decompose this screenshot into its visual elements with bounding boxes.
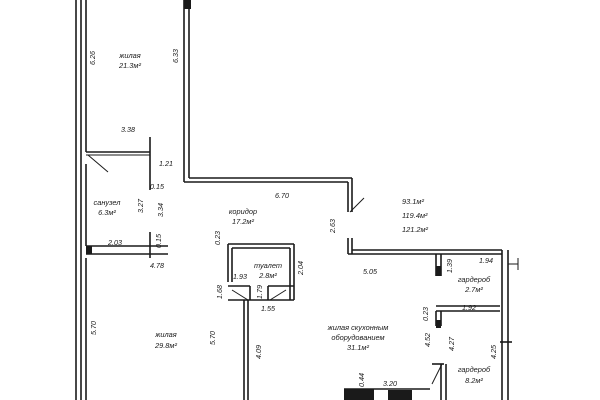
total-area: 119.4м² [402, 211, 428, 220]
dim-4-09: 4.09 [254, 345, 263, 359]
dim-1-21: 1.21 [159, 159, 173, 168]
dim-5-05: 5.05 [363, 267, 378, 276]
room-kitchen-living-name: жилая скухонным [327, 323, 389, 332]
wardrobe-post [436, 266, 441, 276]
room-wardrobe-1-area: 2.7м² [464, 285, 483, 294]
room-bathroom-area: 6.3м² [98, 208, 116, 217]
room-corridor-name: коридор [229, 207, 257, 216]
dim-0-15a: 0.15 [150, 182, 165, 191]
room-wardrobe-1-name: гардероб [458, 275, 491, 284]
room-kitchen-living-name2: оборудованием [331, 333, 384, 342]
dim-4-78: 4.78 [150, 261, 164, 270]
dim-4-27: 4.27 [447, 336, 456, 351]
column [184, 0, 191, 9]
dim-6-26: 6.26 [88, 51, 97, 65]
dim-1-79: 1.79 [255, 285, 264, 299]
dim-1-92: 1.92 [462, 303, 476, 312]
dim-6-33: 6.33 [171, 49, 180, 63]
room-toilet-area: 2.8м² [258, 271, 277, 280]
wall-stub [86, 246, 92, 254]
dim-3-34: 3.34 [156, 203, 165, 217]
toilet-door-swing-left [231, 289, 249, 301]
dim-3-38: 3.38 [121, 125, 135, 134]
room-wardrobe-2-area: 8.2м² [465, 376, 483, 385]
dim-2-03: 2.03 [107, 238, 122, 247]
dim-1-68: 1.68 [215, 285, 224, 299]
room-toilet-name: туалет [254, 261, 282, 270]
dim-2-63: 2.63 [328, 219, 337, 234]
bottom-wall-block-left [344, 389, 374, 400]
dim-4-25: 4.25 [489, 344, 498, 359]
dim-4-52: 4.52 [423, 333, 432, 347]
wardrobe2-post [436, 320, 441, 328]
dim-6-70: 6.70 [275, 191, 289, 200]
bottom-wall-block-right [388, 390, 412, 400]
dim-0-23a: 0.23 [213, 231, 222, 245]
dim-1-93: 1.93 [233, 272, 247, 281]
room-living-1-area: 21.3м² [118, 61, 141, 70]
dim-1-55: 1.55 [261, 304, 276, 313]
kitchen-door-swing [349, 197, 365, 213]
room-labels: жилая 21.3м² санузел 6.3м² коридор 17.2м… [94, 51, 491, 385]
total-living-area: 93.1м² [402, 197, 424, 206]
room-living-2-name: жилая [154, 330, 176, 339]
dim-3-20: 3.20 [383, 379, 397, 388]
dim-1-94: 1.94 [479, 256, 493, 265]
dim-5-70b: 5.70 [208, 331, 217, 345]
dim-2-04: 2.04 [296, 261, 305, 276]
room-living-1-name: жилая [118, 51, 140, 60]
toilet-door-swing-right [269, 289, 287, 301]
dim-3-27: 3.27 [136, 198, 145, 213]
dim-1-39: 1.39 [445, 259, 454, 273]
area-totals: 93.1м² 119.4м² 121.2м² [402, 197, 429, 234]
dim-0-15b: 0.15 [154, 233, 163, 248]
room-kitchen-living-area: 31.1м² [347, 343, 369, 352]
dim-0-44: 0.44 [357, 373, 366, 387]
dim-0-23b: 0.23 [421, 307, 430, 321]
dim-5-70a: 5.70 [89, 321, 98, 335]
room-corridor-area: 17.2м² [232, 217, 254, 226]
room-wardrobe-2-name: гардероб [458, 365, 491, 374]
bathroom-door-swing [87, 154, 109, 173]
total-area-with-balcony: 121.2м² [402, 225, 429, 234]
walls [75, 0, 519, 400]
room-living-2-area: 29.8м² [154, 341, 177, 350]
dimension-labels: 6.26 6.33 3.38 1.21 0.15 3.27 3.34 6.70 … [88, 49, 498, 388]
room-bathroom-name: санузел [94, 198, 122, 207]
